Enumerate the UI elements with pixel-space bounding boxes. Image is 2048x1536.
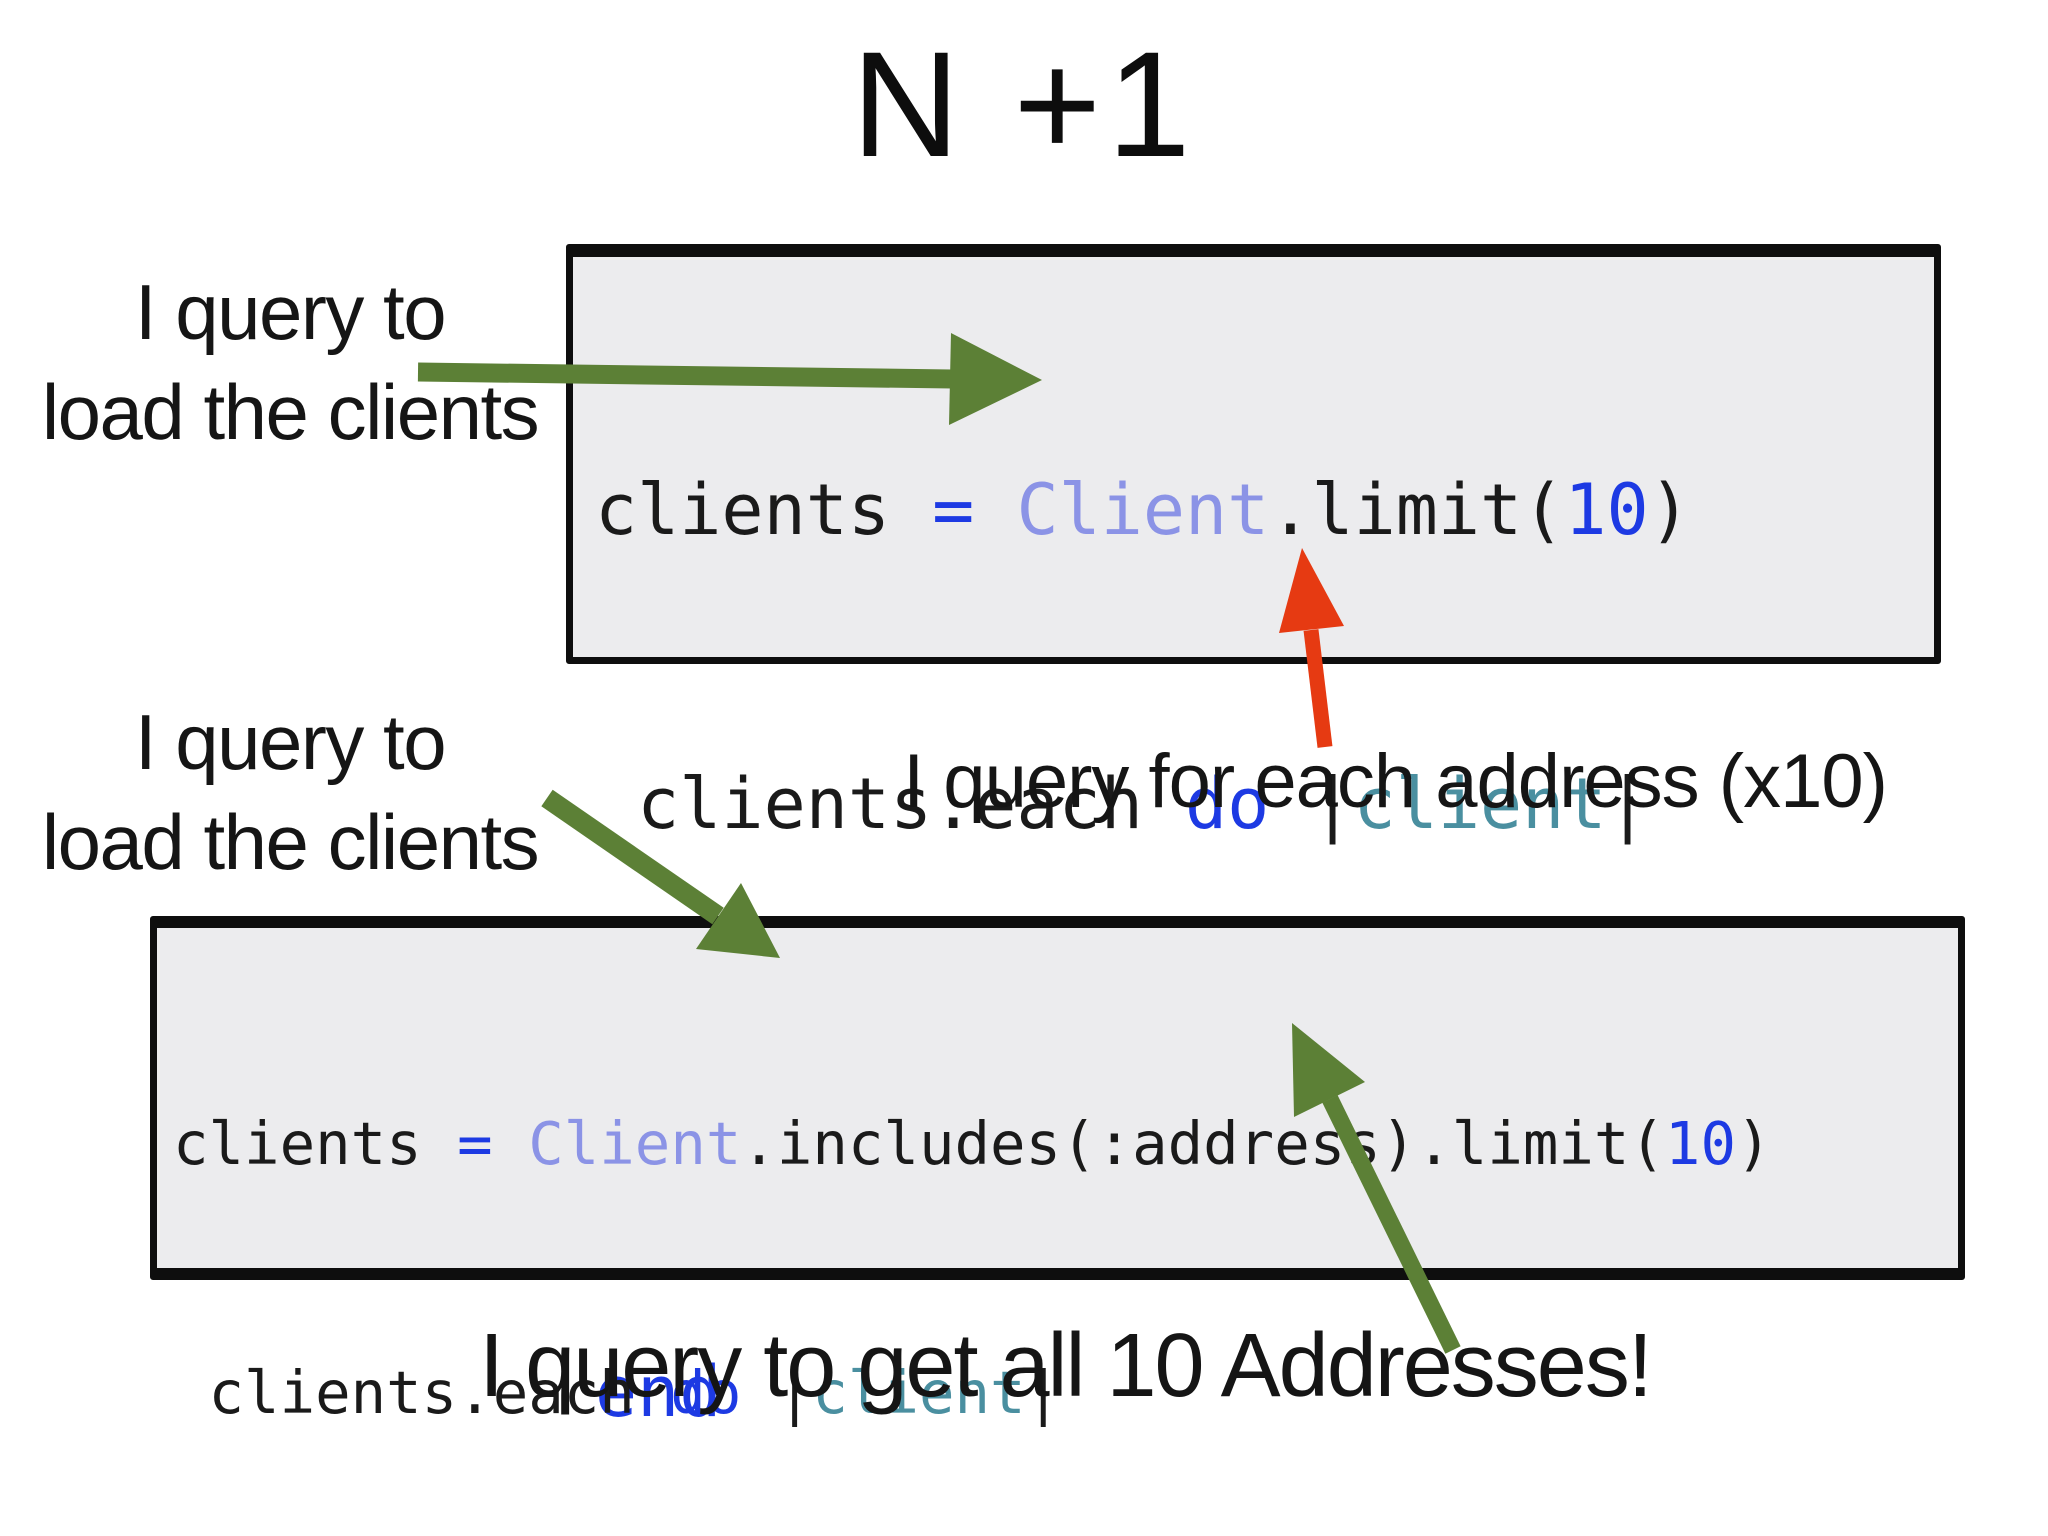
code-token: | [1269,763,1354,845]
code-token: do [1185,763,1270,845]
code-token: ) [1648,469,1691,551]
annotation-line: I query to [134,268,447,356]
code-token: clients [173,1109,458,1178]
code-token: clients [595,469,933,551]
annotation-query-each-address: I query for each address (x10) [903,739,1888,824]
code-line: clients = Client.limit(10) [595,461,1934,559]
code-token [974,469,1016,551]
code-token: = [932,469,975,551]
code-block-n-plus-one: clients = Client.limit(10) clients.each … [566,244,1941,1433]
code-token: client [1353,763,1607,845]
annotation-line: load the clients [41,798,540,886]
page-title: N +1 [851,20,1197,188]
code-line: clients = Client.includes(:address).limi… [173,1102,1958,1185]
code-line: clients.each do |client| [173,1351,1958,1434]
code-line: end [595,1343,1934,1441]
code-token: 10 [1664,1109,1736,1178]
code-token [493,1109,529,1178]
code-token: end [595,1351,722,1433]
code-token: = [457,1109,493,1178]
code-token: | [1025,1358,1062,1427]
annotation-query-load-clients-top: I query to load the clients [0,262,580,462]
annotation-query-all-addresses: I query to get all 10 Addresses! [479,1316,1653,1416]
annotation-query-load-clients-mid: I query to load the clients [0,692,580,892]
code-block-includes-fix: clients = Client.includes(:address).limi… [150,916,1965,1427]
code-token: | [1606,763,1649,845]
code-token: ) [1735,1109,1772,1178]
code-line: clients.each do |client| [595,755,1934,853]
code-token: 10 [1564,469,1649,551]
code-token: client [812,1358,1026,1427]
code-token: .limit( [1269,469,1565,551]
code-token: .includes(:address).limit( [741,1109,1665,1178]
annotation-line: load the clients [41,368,540,456]
annotation-line: I query to [134,698,447,786]
code-token: Client [528,1109,742,1178]
code-token: clients.each [173,1358,671,1427]
code-token: | [741,1358,813,1427]
code-token: Client [1016,469,1270,551]
code-token: do [670,1358,742,1427]
